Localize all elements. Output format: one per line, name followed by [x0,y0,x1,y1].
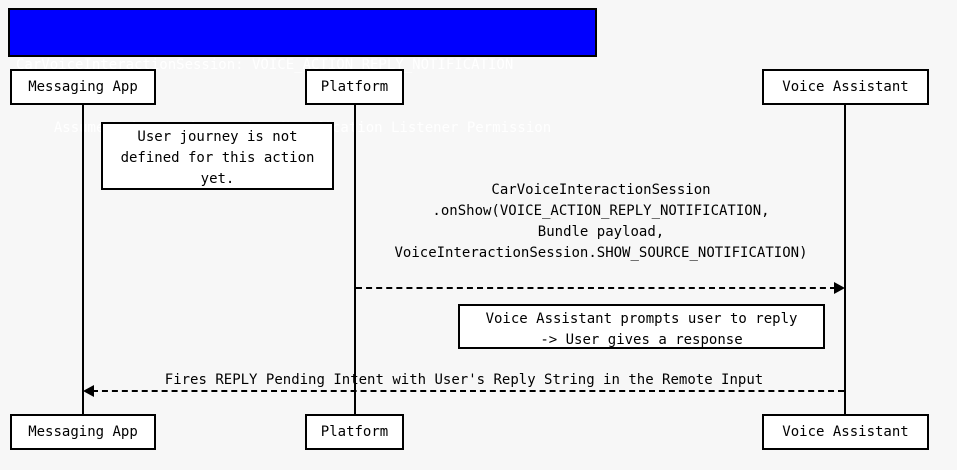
participant-voice-assistant-bottom: Voice Assistant [762,414,929,450]
lifeline-messaging-app [82,105,84,414]
message-arrow-reply-intent [92,390,844,392]
message-label-reply-intent: Fires REPLY Pending Intent with User's R… [164,372,764,388]
participant-messaging-app-top: Messaging App [10,69,156,105]
lifeline-voice-assistant [844,105,846,414]
arrowhead-left-icon [83,385,94,397]
message-label-onshow: CarVoiceInteractionSession .onShow(VOICE… [394,182,808,261]
note-prompt-user: Voice Assistant prompts user to reply ->… [458,304,825,349]
lifeline-platform [354,105,356,414]
message-arrow-onshow [356,287,836,289]
participant-voice-assistant-top: Voice Assistant [762,69,929,105]
participant-messaging-app-bottom: Messaging App [10,414,156,450]
arrowhead-right-icon [834,282,845,294]
diagram-title-banner: CarVoiceInteractionSession: VOICE_ACTION… [8,8,597,136]
participant-platform-top: Platform [305,69,404,105]
participant-platform-bottom: Platform [305,414,404,450]
note-user-journey: User journey is not defined for this act… [101,122,334,190]
